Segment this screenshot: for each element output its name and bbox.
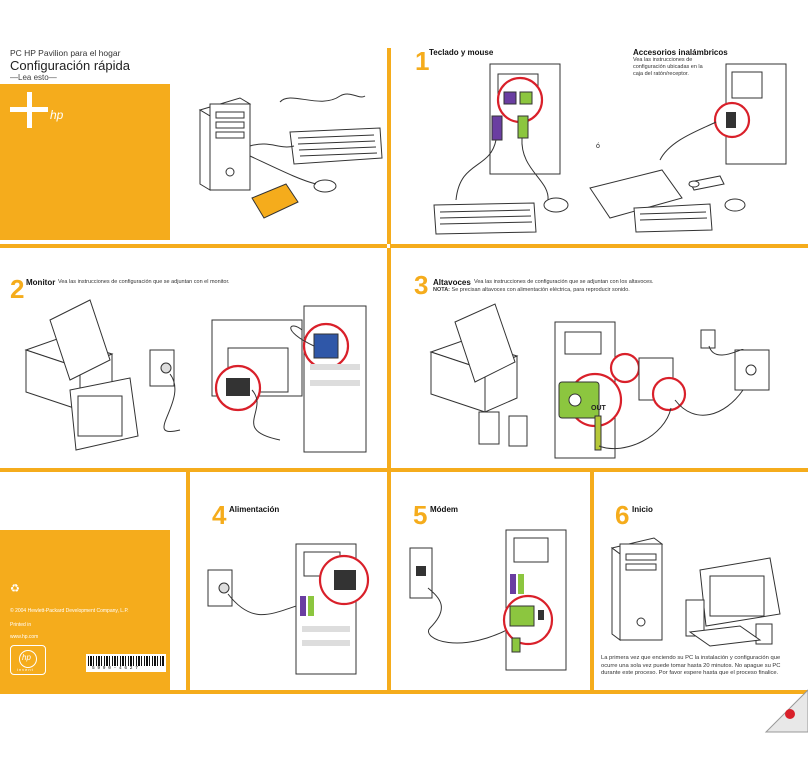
hp-logo-text: hp <box>50 108 64 122</box>
or-marker: ó <box>596 143 600 150</box>
step-2-text: Vea las instrucciones de configuración q… <box>58 279 230 285</box>
wireless-title: Accesorios inalámbricos <box>633 48 728 57</box>
product-name: PC HP Pavilion para el hogar <box>10 48 121 58</box>
cover-illustration <box>198 93 383 219</box>
divider-h2 <box>0 468 808 472</box>
hp-logo-small-text: hp <box>22 653 31 662</box>
printed-text: Printed in <box>10 622 32 628</box>
step-1-title: Teclado y mouse <box>429 48 494 57</box>
step-2-title: Monitor <box>26 278 56 287</box>
back-orange-block: ♻ © 2004 Hewlett-Packard Development Com… <box>0 530 170 690</box>
divider-bottom <box>0 690 808 694</box>
out-label: OUT <box>591 405 607 412</box>
step-5-title: Módem <box>430 505 458 514</box>
divider-v1 <box>387 48 391 244</box>
step-3-text: Vea las instrucciones de configuración q… <box>474 279 654 285</box>
recycle-icon: ♻ <box>10 583 20 595</box>
divider-v2 <box>387 248 391 468</box>
step-6-title: Inicio <box>632 505 653 514</box>
cover-orange-block: hp <box>0 84 170 240</box>
step-4-title: Alimentación <box>229 505 280 514</box>
step-1-number: 1 <box>415 46 430 76</box>
divider-h1 <box>390 244 808 248</box>
divider-v3 <box>186 472 190 690</box>
step-3-note: NOTA: Se precisan altavoces con alimenta… <box>433 287 793 294</box>
note-label: NOTA: <box>433 287 451 293</box>
divider-v5 <box>590 472 594 690</box>
step-6-illustration <box>610 537 781 647</box>
hp-logo-sub-text: invent <box>17 667 34 672</box>
step-3-title: Altavoces <box>433 278 471 287</box>
step-4-number: 4 <box>212 500 227 530</box>
wireless-illustration <box>589 63 787 233</box>
step-4-illustration <box>207 543 370 675</box>
barcode-number: 5 9 9 0 - 4 6 2 7 <box>92 666 138 671</box>
step-2-illustration <box>24 299 367 453</box>
step-6-number: 6 <box>615 500 630 530</box>
step-6-text: La primera vez que enciendo su PC la ins… <box>601 655 781 676</box>
step-5-illustration <box>409 529 567 671</box>
divider-h1-left <box>0 244 387 248</box>
wireless-text: Vea las instrucciones de configuración u… <box>633 57 703 77</box>
barcode: 5 9 9 0 - 4 6 2 7 <box>86 654 166 672</box>
page-curl-icon[interactable] <box>764 689 808 733</box>
divider-v4 <box>387 472 391 690</box>
step-3-number: 3 <box>414 270 429 300</box>
page-subtitle: —Lea esto— <box>10 73 57 82</box>
step-1-illustration <box>433 63 569 235</box>
hp-plus-logo-icon <box>10 92 50 132</box>
step-3-illustration: OUT <box>429 303 770 459</box>
step-2-number: 2 <box>10 274 25 304</box>
step-5-number: 5 <box>413 500 428 530</box>
hp-logo-icon: hp invent <box>10 645 46 675</box>
copyright-text: © 2004 Hewlett-Packard Development Compa… <box>10 608 129 614</box>
note-text: Se precisan altavoces con alimentación e… <box>451 287 630 293</box>
url-text: www.hp.com <box>10 634 39 640</box>
page-title: Configuración rápida <box>10 58 130 73</box>
